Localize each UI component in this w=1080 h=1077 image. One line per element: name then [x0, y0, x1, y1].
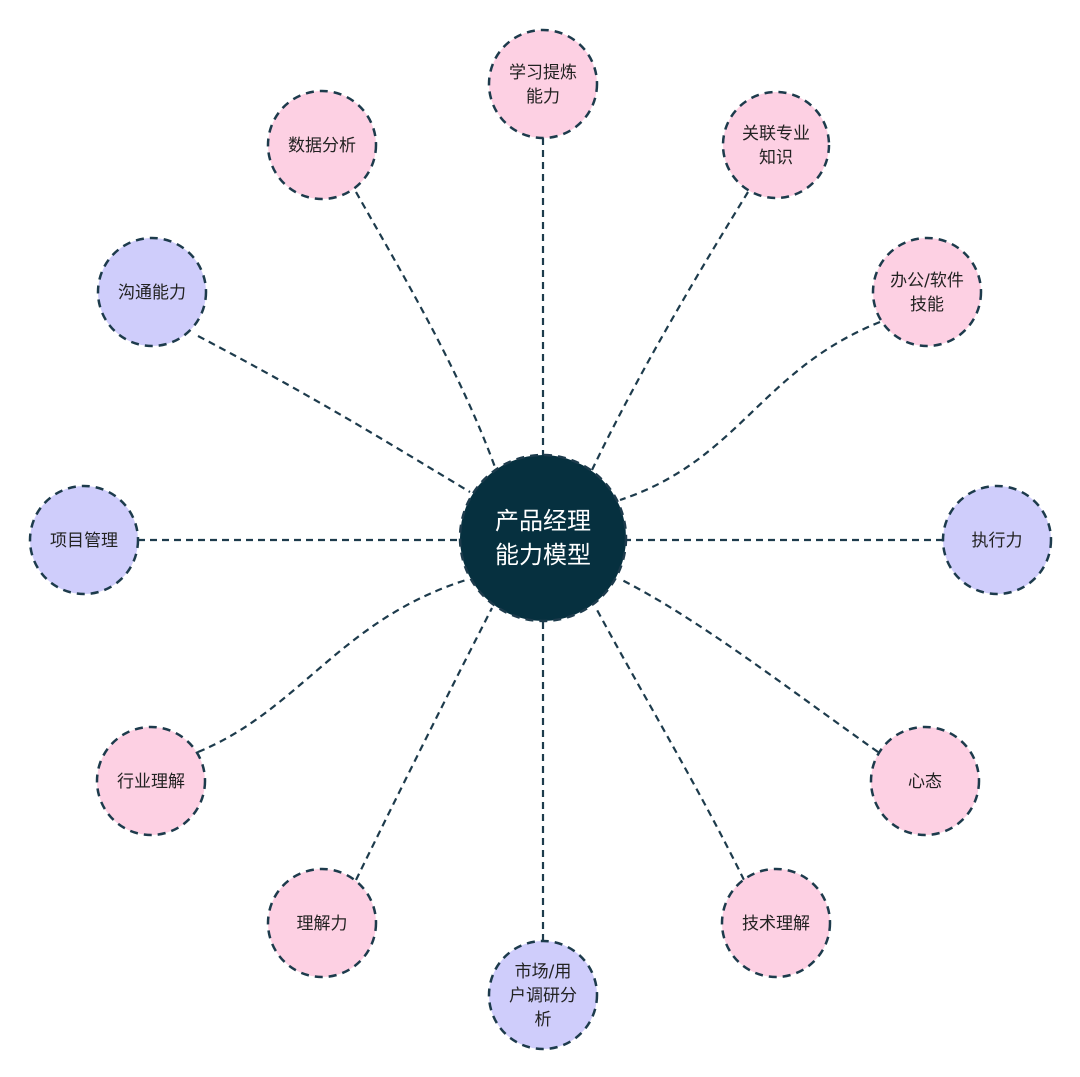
node-circle-comprehension	[266, 867, 378, 979]
node-label-line: 户调研分	[509, 986, 577, 1006]
node-label-line: 办公/软件	[890, 271, 964, 291]
node-label-execution: 执行力	[972, 531, 1023, 551]
node-label-line: 关联专业	[742, 124, 810, 144]
node-related-knowledge[interactable]: 关联专业知识	[721, 90, 831, 200]
connector-comprehension	[355, 607, 493, 881]
center-label: 产品经理能力模型	[495, 507, 591, 569]
node-label-industry-understanding: 行业理解	[117, 772, 185, 792]
node-communication[interactable]: 沟通能力	[96, 236, 208, 348]
node-circle-learning	[487, 28, 599, 140]
node-label-comprehension: 理解力	[297, 914, 348, 934]
node-circle-project-management	[28, 484, 140, 596]
node-tech-understanding[interactable]: 技术理解	[720, 867, 832, 979]
node-market-research[interactable]: 市场/用户调研分析	[487, 939, 599, 1051]
node-project-management[interactable]: 项目管理	[28, 484, 140, 596]
center-label-line: 能力模型	[495, 541, 591, 569]
node-label-line: 学习提炼	[509, 63, 577, 83]
node-learning[interactable]: 学习提炼能力	[487, 28, 599, 140]
node-label-line: 能力	[526, 87, 560, 107]
connectors-layer	[138, 138, 943, 941]
node-mindset[interactable]: 心态	[869, 725, 981, 837]
node-label-line: 数据分析	[288, 136, 356, 156]
node-label-mindset: 心态	[908, 772, 942, 792]
node-circle-mindset	[869, 725, 981, 837]
node-circle-execution	[941, 484, 1053, 596]
node-label-data-analysis: 数据分析	[288, 136, 356, 156]
center-label-line: 产品经理	[495, 507, 591, 535]
node-circle-tech-understanding	[720, 867, 832, 979]
node-label-line: 执行力	[972, 531, 1023, 551]
node-label-line: 沟通能力	[118, 283, 186, 303]
node-label-tech-understanding: 技术理解	[742, 914, 810, 934]
node-label-related-knowledge: 关联专业知识	[742, 124, 810, 168]
node-label-line: 心态	[908, 772, 942, 792]
node-label-line: 知识	[759, 148, 793, 168]
node-office-software[interactable]: 办公/软件技能	[871, 236, 983, 348]
node-label-line: 技能	[910, 295, 944, 315]
connector-office-software	[619, 320, 881, 502]
connector-related-knowledge	[591, 191, 749, 471]
node-circle-office-software	[871, 236, 983, 348]
node-label-line: 行业理解	[117, 772, 185, 792]
node-industry-understanding[interactable]: 行业理解	[95, 725, 207, 837]
center-node[interactable]: 产品经理能力模型	[458, 453, 628, 623]
node-circle-related-knowledge	[721, 90, 831, 200]
node-label-line: 市场/用	[515, 962, 572, 982]
connector-communication	[197, 335, 471, 493]
node-label-line: 理解力	[297, 914, 348, 934]
connector-industry-understanding	[197, 578, 467, 754]
node-data-analysis[interactable]: 数据分析	[266, 89, 378, 201]
connector-tech-understanding	[595, 607, 745, 881]
node-label-market-research: 市场/用户调研分析	[509, 962, 577, 1030]
node-label-project-management: 项目管理	[50, 531, 118, 551]
node-circle-data-analysis	[266, 89, 378, 201]
center-circle	[458, 453, 628, 623]
node-circle-communication	[96, 236, 208, 348]
node-label-communication: 沟通能力	[118, 283, 186, 303]
node-label-line: 项目管理	[50, 531, 118, 551]
node-label-learning: 学习提炼能力	[509, 63, 577, 107]
node-circle-market-research	[487, 939, 599, 1051]
node-label-office-software: 办公/软件技能	[890, 271, 964, 315]
node-circle-industry-understanding	[95, 725, 207, 837]
connector-mindset	[621, 579, 879, 753]
node-comprehension[interactable]: 理解力	[266, 867, 378, 979]
connector-data-analysis	[355, 191, 498, 471]
node-execution[interactable]: 执行力	[941, 484, 1053, 596]
node-label-line: 技术理解	[742, 914, 810, 934]
node-label-line: 析	[535, 1010, 552, 1030]
